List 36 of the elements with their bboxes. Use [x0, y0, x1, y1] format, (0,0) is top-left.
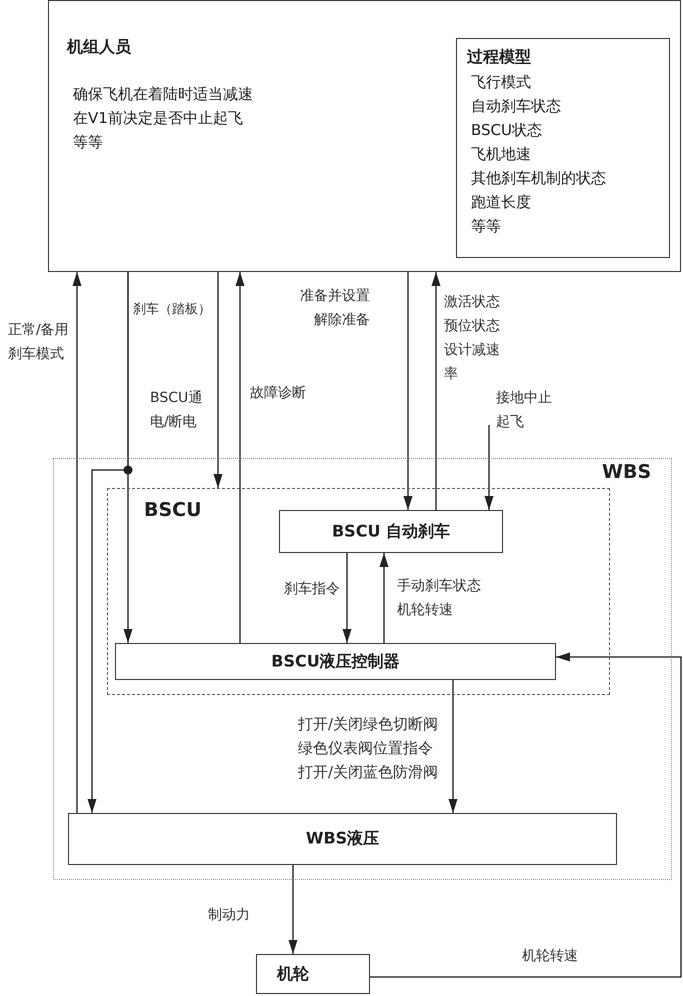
- arrow: [72, 272, 82, 813]
- group-title: BSCU: [144, 499, 202, 521]
- arrow: [288, 865, 298, 954]
- process-box: [279, 510, 503, 553]
- list-item: 其他刹车机制的状态: [471, 169, 606, 188]
- arrow: [432, 272, 440, 510]
- arrow: [370, 652, 682, 978]
- box-heading: 过程模型: [467, 47, 531, 68]
- box-heading: 机组人员: [67, 37, 131, 58]
- list-item: 飞机地速: [471, 145, 531, 164]
- list-item: 自动刹车状态: [471, 97, 561, 116]
- list-item: 跑道长度: [471, 193, 531, 212]
- box-label: BSCU液压控制器: [271, 651, 400, 672]
- arrow: [404, 272, 412, 510]
- process-box: [256, 954, 370, 994]
- arrow: [448, 680, 458, 813]
- box-label: BSCU 自动刹车: [332, 521, 450, 542]
- model-box: [456, 38, 670, 258]
- group-title: WBS: [602, 461, 652, 483]
- arrow: [214, 272, 222, 488]
- arrow: [88, 272, 129, 813]
- box-label: 机轮: [277, 964, 309, 985]
- list-item: 飞行模式: [471, 73, 531, 92]
- process-box: [68, 813, 617, 865]
- box-label: WBS液压: [306, 828, 380, 850]
- box-text: 在V1前决定是否中止起飞: [73, 109, 243, 128]
- box-text: 等等: [73, 133, 103, 152]
- arrow: [342, 553, 352, 643]
- actor-box: [48, 0, 681, 272]
- list-item: 等等: [471, 217, 501, 236]
- arrow: [380, 553, 388, 643]
- box-text: 确保飞机在着陆时适当减速: [73, 85, 253, 104]
- arrow: [484, 425, 494, 510]
- arrow: [236, 272, 244, 643]
- process-box: [115, 643, 556, 680]
- list-item: BSCU状态: [471, 121, 542, 140]
